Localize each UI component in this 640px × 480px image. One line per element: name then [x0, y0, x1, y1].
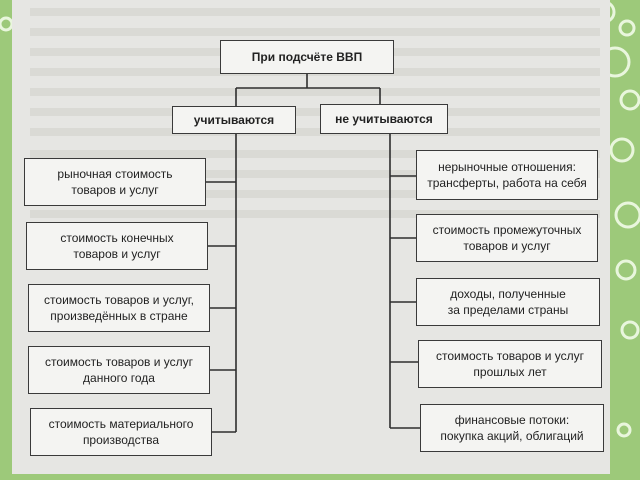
included-item: стоимость товаров и услуг, произведённых… [28, 284, 210, 332]
included-item: рыночная стоимость товаров и услуг [24, 158, 206, 206]
included-header: учитываются [172, 106, 296, 134]
included-item: стоимость конечных товаров и услуг [26, 222, 208, 270]
excluded-header: не учитываются [320, 104, 448, 134]
excluded-item: нерыночные отношения: трансферты, работа… [416, 150, 598, 200]
root-box: При подсчёте ВВП [220, 40, 394, 74]
excluded-item: доходы, полученные за пределами страны [416, 278, 600, 326]
included-item: стоимость товаров и услуг данного года [28, 346, 210, 394]
excluded-item: стоимость промежуточных товаров и услуг [416, 214, 598, 262]
included-item: стоимость материального производства [30, 408, 212, 456]
excluded-item: финансовые потоки: покупка акций, облига… [420, 404, 604, 452]
excluded-item: стоимость товаров и услуг прошлых лет [418, 340, 602, 388]
